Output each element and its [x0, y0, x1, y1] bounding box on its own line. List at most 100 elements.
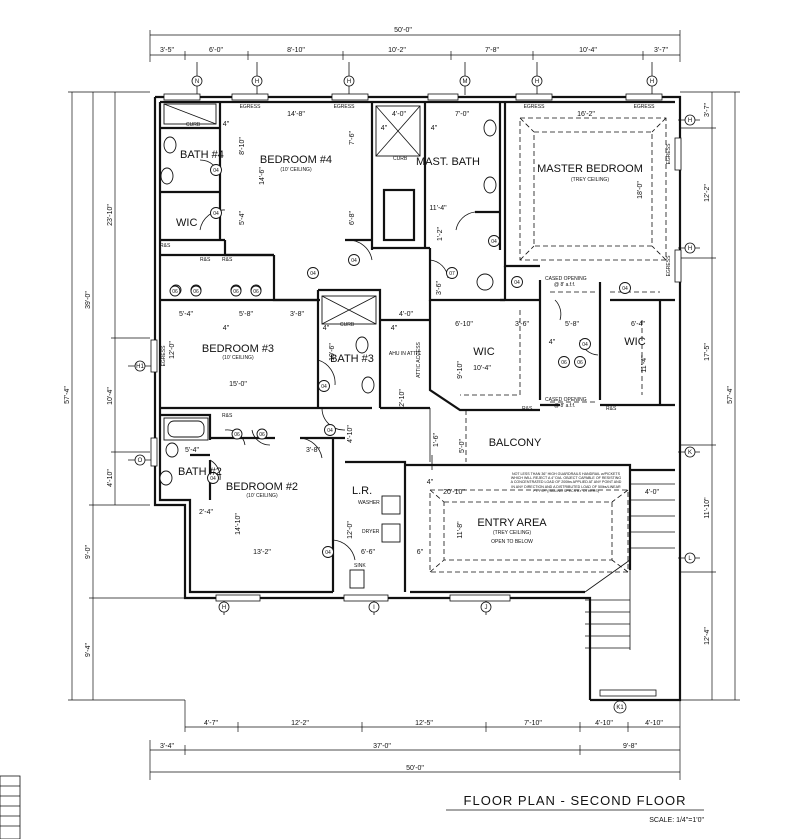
door-tag-1: 04	[213, 168, 219, 174]
balcony-note: NOT LESS THAN 36" HIGH GUARDRAILS HANDRA…	[511, 472, 622, 493]
rd-d8: 1'-2"	[437, 227, 444, 241]
bottom-outer-1: 37'-0"	[373, 743, 391, 750]
wic3-name: WIC	[624, 336, 645, 348]
room-labels: BATH #4 WIC BEDROOM #4 (10' CEILING) MAS…	[160, 149, 646, 569]
rd-d30: 2'-4"	[199, 509, 213, 516]
bedroom3-width: 15'-0"	[229, 381, 247, 388]
master-bedroom-ceiling: (TREY CEILING)	[571, 177, 609, 183]
egress-label-7: EGRESS	[161, 345, 167, 367]
grid-top-2: H	[347, 79, 351, 85]
door-tags: 04 04 04 04 04 07 04 04 06 06 06 06 06 0…	[169, 164, 631, 558]
door-tag-19: 06	[259, 432, 265, 438]
rd-d1: 4'-0"	[392, 111, 406, 118]
bedroom2-ceiling: (10' CEILING)	[246, 493, 278, 499]
bottom-inner-3: 7'-10"	[524, 720, 542, 727]
grid-top-0: N	[195, 79, 199, 85]
left-dimensions: 57'-4" 39'-0" 9'-0" 9'-4" 23'-10" 10'-4"…	[64, 91, 185, 701]
rs-label-6: R&S	[222, 413, 233, 419]
left-inner-1: 10'-4"	[107, 387, 114, 405]
left-grid-markers: H1 O	[128, 360, 155, 466]
grid-right-0: H	[688, 118, 692, 124]
bottom-inner-4: 4'-10"	[595, 720, 613, 727]
door-tag-8: 04	[622, 286, 628, 292]
door-tag-14: 06	[577, 360, 583, 366]
rd-d28: 4'-0"	[645, 489, 659, 496]
bottom-inner-2: 12'-5"	[415, 720, 433, 727]
rd-d34: 6"	[417, 549, 424, 556]
top-seg-2: 8'-10"	[287, 47, 305, 54]
rd-d5: 5'-4"	[239, 211, 246, 225]
rd-d13: 6'-10"	[455, 321, 473, 328]
rd-d17: 10'-4"	[473, 365, 491, 372]
rd-d11: 3'-8"	[290, 311, 304, 318]
drawing-scale: SCALE: 1/4"=1'0"	[649, 817, 704, 824]
door-tag-15: 04	[582, 342, 588, 348]
bedroom4-width: 14'-8"	[287, 111, 305, 118]
rd-d10: 5'-8"	[239, 311, 253, 318]
master-depth: 18'-0"	[637, 181, 644, 199]
rs-label-3: R&S	[222, 257, 233, 263]
grid-bottom-2: J	[485, 605, 488, 611]
bedroom3-depth: 12'-0"	[169, 341, 176, 359]
rs-label-4: R&S	[522, 406, 533, 412]
rd-d18: 11'-4"	[641, 355, 648, 373]
right-dim-4: 12'-4"	[704, 627, 711, 645]
bottom-inner-0: 4'-7"	[204, 720, 218, 727]
door-tag-7: 04	[514, 280, 520, 286]
master-bedroom-name: MASTER BEDROOM	[537, 163, 643, 175]
stair	[584, 468, 675, 650]
wic2-name: WIC	[473, 346, 494, 358]
door-tag-12: 06	[253, 289, 259, 295]
entry-depth: 11'-8"	[457, 521, 464, 539]
bedroom2-name: BEDROOM #2	[226, 481, 298, 493]
rd-d3: 8'-10"	[239, 137, 246, 155]
right-dim-3: 11'-10"	[704, 497, 711, 519]
bedroom4-name: BEDROOM #4	[260, 154, 332, 166]
egress-label-4: EGRESS	[634, 104, 656, 110]
rd-d15: 5'-8"	[565, 321, 579, 328]
door-tag-4: 04	[351, 258, 357, 264]
door-tag-16: 04	[321, 384, 327, 390]
rd-d21: 2'-10"	[399, 389, 406, 407]
rd-d29: 5'-4"	[185, 447, 199, 454]
left-outer-2: 9'-4"	[85, 643, 92, 657]
cased-opening-1: CASED OPENING	[545, 276, 587, 282]
bottom-grid-markers: H I J K1	[218, 598, 627, 714]
rd-d26: 6'-6"	[361, 549, 375, 556]
rd-d20: 9'-10"	[457, 361, 464, 379]
overall-width-top: 50'-0"	[394, 27, 412, 34]
right-dim-1: 12'-2"	[704, 184, 711, 202]
curb-label-1: CURB	[186, 122, 201, 128]
lr-name: L.R.	[352, 485, 372, 497]
grid-left-0: H1	[136, 364, 144, 370]
cased-opening-2: CASED OPENING	[545, 397, 587, 403]
rd-d27: 12'-0"	[347, 521, 354, 539]
grid-left-1: O	[138, 458, 143, 464]
top-seg-4: 7'-8"	[485, 47, 499, 54]
rd-d6: 11'-4"	[429, 205, 447, 212]
grid-bottom-0: H	[222, 605, 226, 611]
grid-top-4: H	[535, 79, 539, 85]
bath3-name: BATH #3	[330, 353, 374, 365]
right-dim-2: 17'-5"	[704, 343, 711, 361]
rd-d33e: 4"	[323, 325, 330, 332]
top-seg-5: 10'-4"	[579, 47, 597, 54]
rd-d14: 3'-6"	[515, 321, 529, 328]
rd-d2: 7'-0"	[455, 111, 469, 118]
egress-label-2: EGRESS	[334, 104, 356, 110]
rd-d7: 6'-8"	[349, 211, 356, 225]
right-dim-0: 3'-7"	[704, 103, 711, 117]
bedroom4-depth: 14'-6"	[259, 167, 266, 185]
top-seg-0: 3'-5"	[160, 47, 174, 54]
door-tag-18: 06	[234, 432, 240, 438]
grid-bottom-3: K1	[616, 705, 624, 711]
door-tag-6: 07	[449, 271, 455, 277]
bottom-outer-0: 3'-4"	[160, 743, 174, 750]
top-seg-3: 10'-2"	[388, 47, 406, 54]
curb-label-2: CURB	[393, 156, 408, 162]
overall-depth-right: 57'-4"	[727, 386, 734, 404]
top-seg-1: 6'-0"	[209, 47, 223, 54]
door-tag-11: 06	[233, 289, 239, 295]
overall-depth-left: 57'-4"	[64, 386, 71, 404]
left-inner-2: 4'-10"	[107, 469, 114, 487]
